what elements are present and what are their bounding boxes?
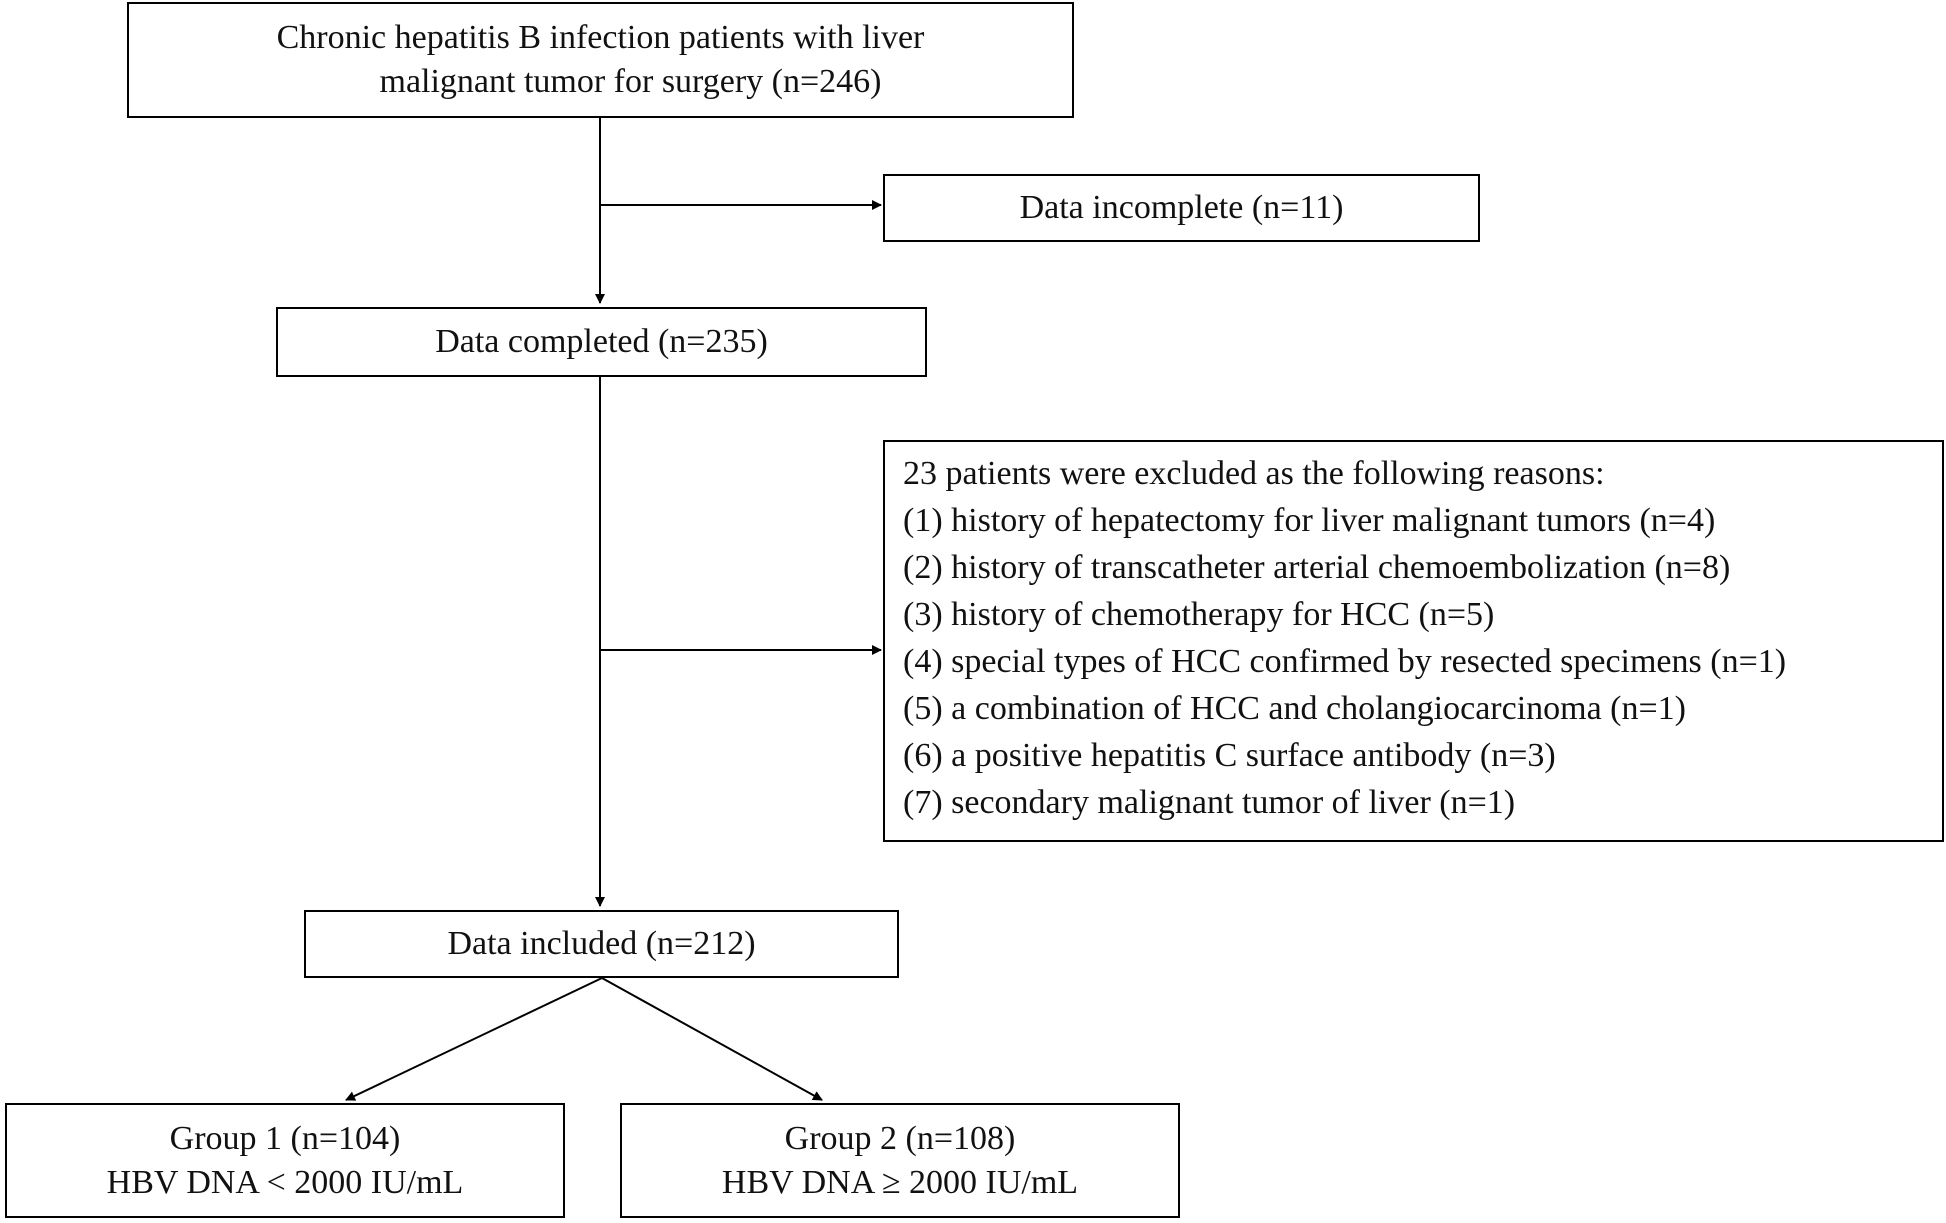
group2-title: Group 2 (n=108) — [784, 1119, 1016, 1157]
included-node-label: Data included (n=212) — [447, 925, 756, 962]
exclusion-reason-4: (4) special types of HCC confirmed by re… — [903, 643, 1787, 680]
group1-title: Group 1 (n=104) — [169, 1119, 401, 1157]
group1-criterion: HBV DNA < 2000 IU/mL — [106, 1163, 464, 1201]
edge-included-to-group1 — [345, 977, 603, 1101]
completed-node-label: Data completed (n=235) — [435, 323, 768, 360]
start-node-line-2: malignant tumor for surgery (n=246) — [379, 63, 882, 100]
exclusions-heading: 23 patients were excluded as the followi… — [903, 455, 1605, 492]
start-node: Chronic hepatitis B infection patients w… — [127, 2, 1074, 118]
edge-included-to-group2 — [601, 977, 823, 1101]
exclusions-node: 23 patients were excluded as the followi… — [883, 440, 1944, 842]
incomplete-node-label: Data incomplete (n=11) — [1019, 189, 1344, 226]
group1-node: Group 1 (n=104) HBV DNA < 2000 IU/mL — [5, 1103, 565, 1218]
exclusion-reason-6: (6) a positive hepatitis C surface antib… — [903, 737, 1556, 774]
exclusion-reason-1: (1) history of hepatectomy for liver mal… — [903, 502, 1716, 539]
included-node: Data included (n=212) — [304, 910, 899, 978]
exclusion-reason-5: (5) a combination of HCC and cholangioca… — [903, 690, 1686, 727]
group2-criterion: HBV DNA ≥ 2000 IU/mL — [721, 1163, 1079, 1201]
group2-node: Group 2 (n=108) HBV DNA ≥ 2000 IU/mL — [620, 1103, 1180, 1218]
exclusion-reason-3: (3) history of chemotherapy for HCC (n=5… — [903, 596, 1495, 633]
exclusion-reason-2: (2) history of transcatheter arterial ch… — [903, 549, 1731, 586]
incomplete-node: Data incomplete (n=11) — [883, 174, 1480, 242]
start-node-line-1: Chronic hepatitis B infection patients w… — [276, 19, 925, 56]
completed-node: Data completed (n=235) — [276, 307, 927, 377]
exclusion-reason-7: (7) secondary malignant tumor of liver (… — [903, 784, 1516, 821]
